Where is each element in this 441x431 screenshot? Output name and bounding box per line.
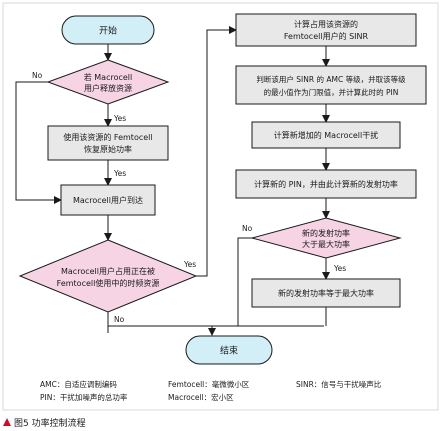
decision-resource-occupied-line2: Femtocell使用中的时频资源 bbox=[57, 278, 160, 288]
end-node: 结束 bbox=[185, 335, 273, 365]
process-macrocell-arrive: Macrocell用户到达 bbox=[60, 184, 156, 216]
d2-yes-label: Yes bbox=[183, 260, 196, 269]
caption-marker-icon bbox=[3, 418, 11, 426]
process-restore-power: 使用该资源的 Femtocell 恢复原始功率 bbox=[47, 125, 169, 161]
d1-yes-label: Yes bbox=[113, 114, 126, 123]
process-macrocell-interference-label: 计算新增加的 Macrocell干扰 bbox=[274, 130, 379, 140]
d1-no-label: No bbox=[32, 71, 43, 80]
start-node: 开始 bbox=[61, 15, 155, 45]
d3-yes-label: Yes bbox=[333, 264, 346, 273]
legend-pin: PIN：干扰加噪声的总功率 bbox=[40, 392, 128, 402]
edge-d2-yes bbox=[196, 26, 237, 277]
legend-femtocell: Femtocell：毫微微小区 bbox=[168, 379, 250, 389]
process-calc-sinr-line1: 计算占用该资源的 bbox=[294, 19, 358, 29]
decision-macrocell-release: 若 Macrocell 用户释放资源 bbox=[46, 59, 170, 105]
legend-amc: AMC：自适应调制编码 bbox=[40, 379, 117, 389]
decision-macrocell-release-line1: 若 Macrocell bbox=[84, 72, 133, 82]
process-amc-threshold-line1: 判断该用户 SINR 的 AMC 等级，并取该等级 bbox=[256, 74, 406, 84]
p1-yes-label: Yes bbox=[113, 169, 126, 178]
process-restore-power-line2: 恢复原始功率 bbox=[84, 144, 132, 154]
decision-macrocell-release-line2: 用户释放资源 bbox=[84, 83, 132, 93]
process-macrocell-interference: 计算新增加的 Macrocell干扰 bbox=[251, 121, 401, 149]
process-amc-threshold: 判断该用户 SINR 的 AMC 等级，并取该等级 的最小值作为门限值，并计算此… bbox=[235, 65, 427, 105]
process-cap-power-label: 新的发射功率等于最大功率 bbox=[278, 288, 374, 298]
legend-macrocell: Macrocell：宏小区 bbox=[168, 392, 234, 402]
process-cap-power: 新的发射功率等于最大功率 bbox=[251, 278, 401, 308]
process-macrocell-arrive-label: Macrocell用户到达 bbox=[73, 195, 143, 205]
decision-power-exceeds-max-line1: 新的发射功率 bbox=[302, 228, 350, 238]
legend-sinr: SINR：信号与干扰噪声比 bbox=[296, 379, 382, 389]
end-label: 结束 bbox=[220, 345, 238, 357]
start-label: 开始 bbox=[99, 25, 117, 37]
d3-no-label: No bbox=[242, 224, 253, 233]
edge-d1-no bbox=[15, 81, 62, 204]
caption-text: 图5 功率控制流程 bbox=[14, 417, 86, 429]
process-calc-sinr-line2: Femtocell用户的 SINR bbox=[284, 31, 369, 41]
legend: AMC：自适应调制编码 PIN：干扰加噪声的总功率 Femtocell：毫微微小… bbox=[40, 379, 382, 402]
decision-resource-occupied: Macrocell用户占用正在被 Femtocell使用中的时频资源 bbox=[18, 239, 198, 313]
figure-caption: 图5 功率控制流程 bbox=[3, 417, 86, 429]
process-calc-sinr: 计算占用该资源的 Femtocell用户的 SINR bbox=[235, 13, 417, 47]
process-new-pin: 计算新的 PIN，并由此计算新的发射功率 bbox=[235, 169, 417, 199]
decision-resource-occupied-line1: Macrocell用户占用正在被 bbox=[61, 266, 155, 276]
process-restore-power-line1: 使用该资源的 Femtocell bbox=[63, 132, 152, 142]
edge-d3-no bbox=[237, 237, 252, 326]
process-amc-threshold-line2: 的最小值作为门限值，并计算此时的 PIN bbox=[264, 87, 399, 97]
process-new-pin-label: 计算新的 PIN，并由此计算新的发射功率 bbox=[254, 179, 398, 189]
d2-no-label: No bbox=[114, 315, 125, 324]
decision-power-exceeds-max-line2: 大于最大功率 bbox=[302, 239, 350, 249]
